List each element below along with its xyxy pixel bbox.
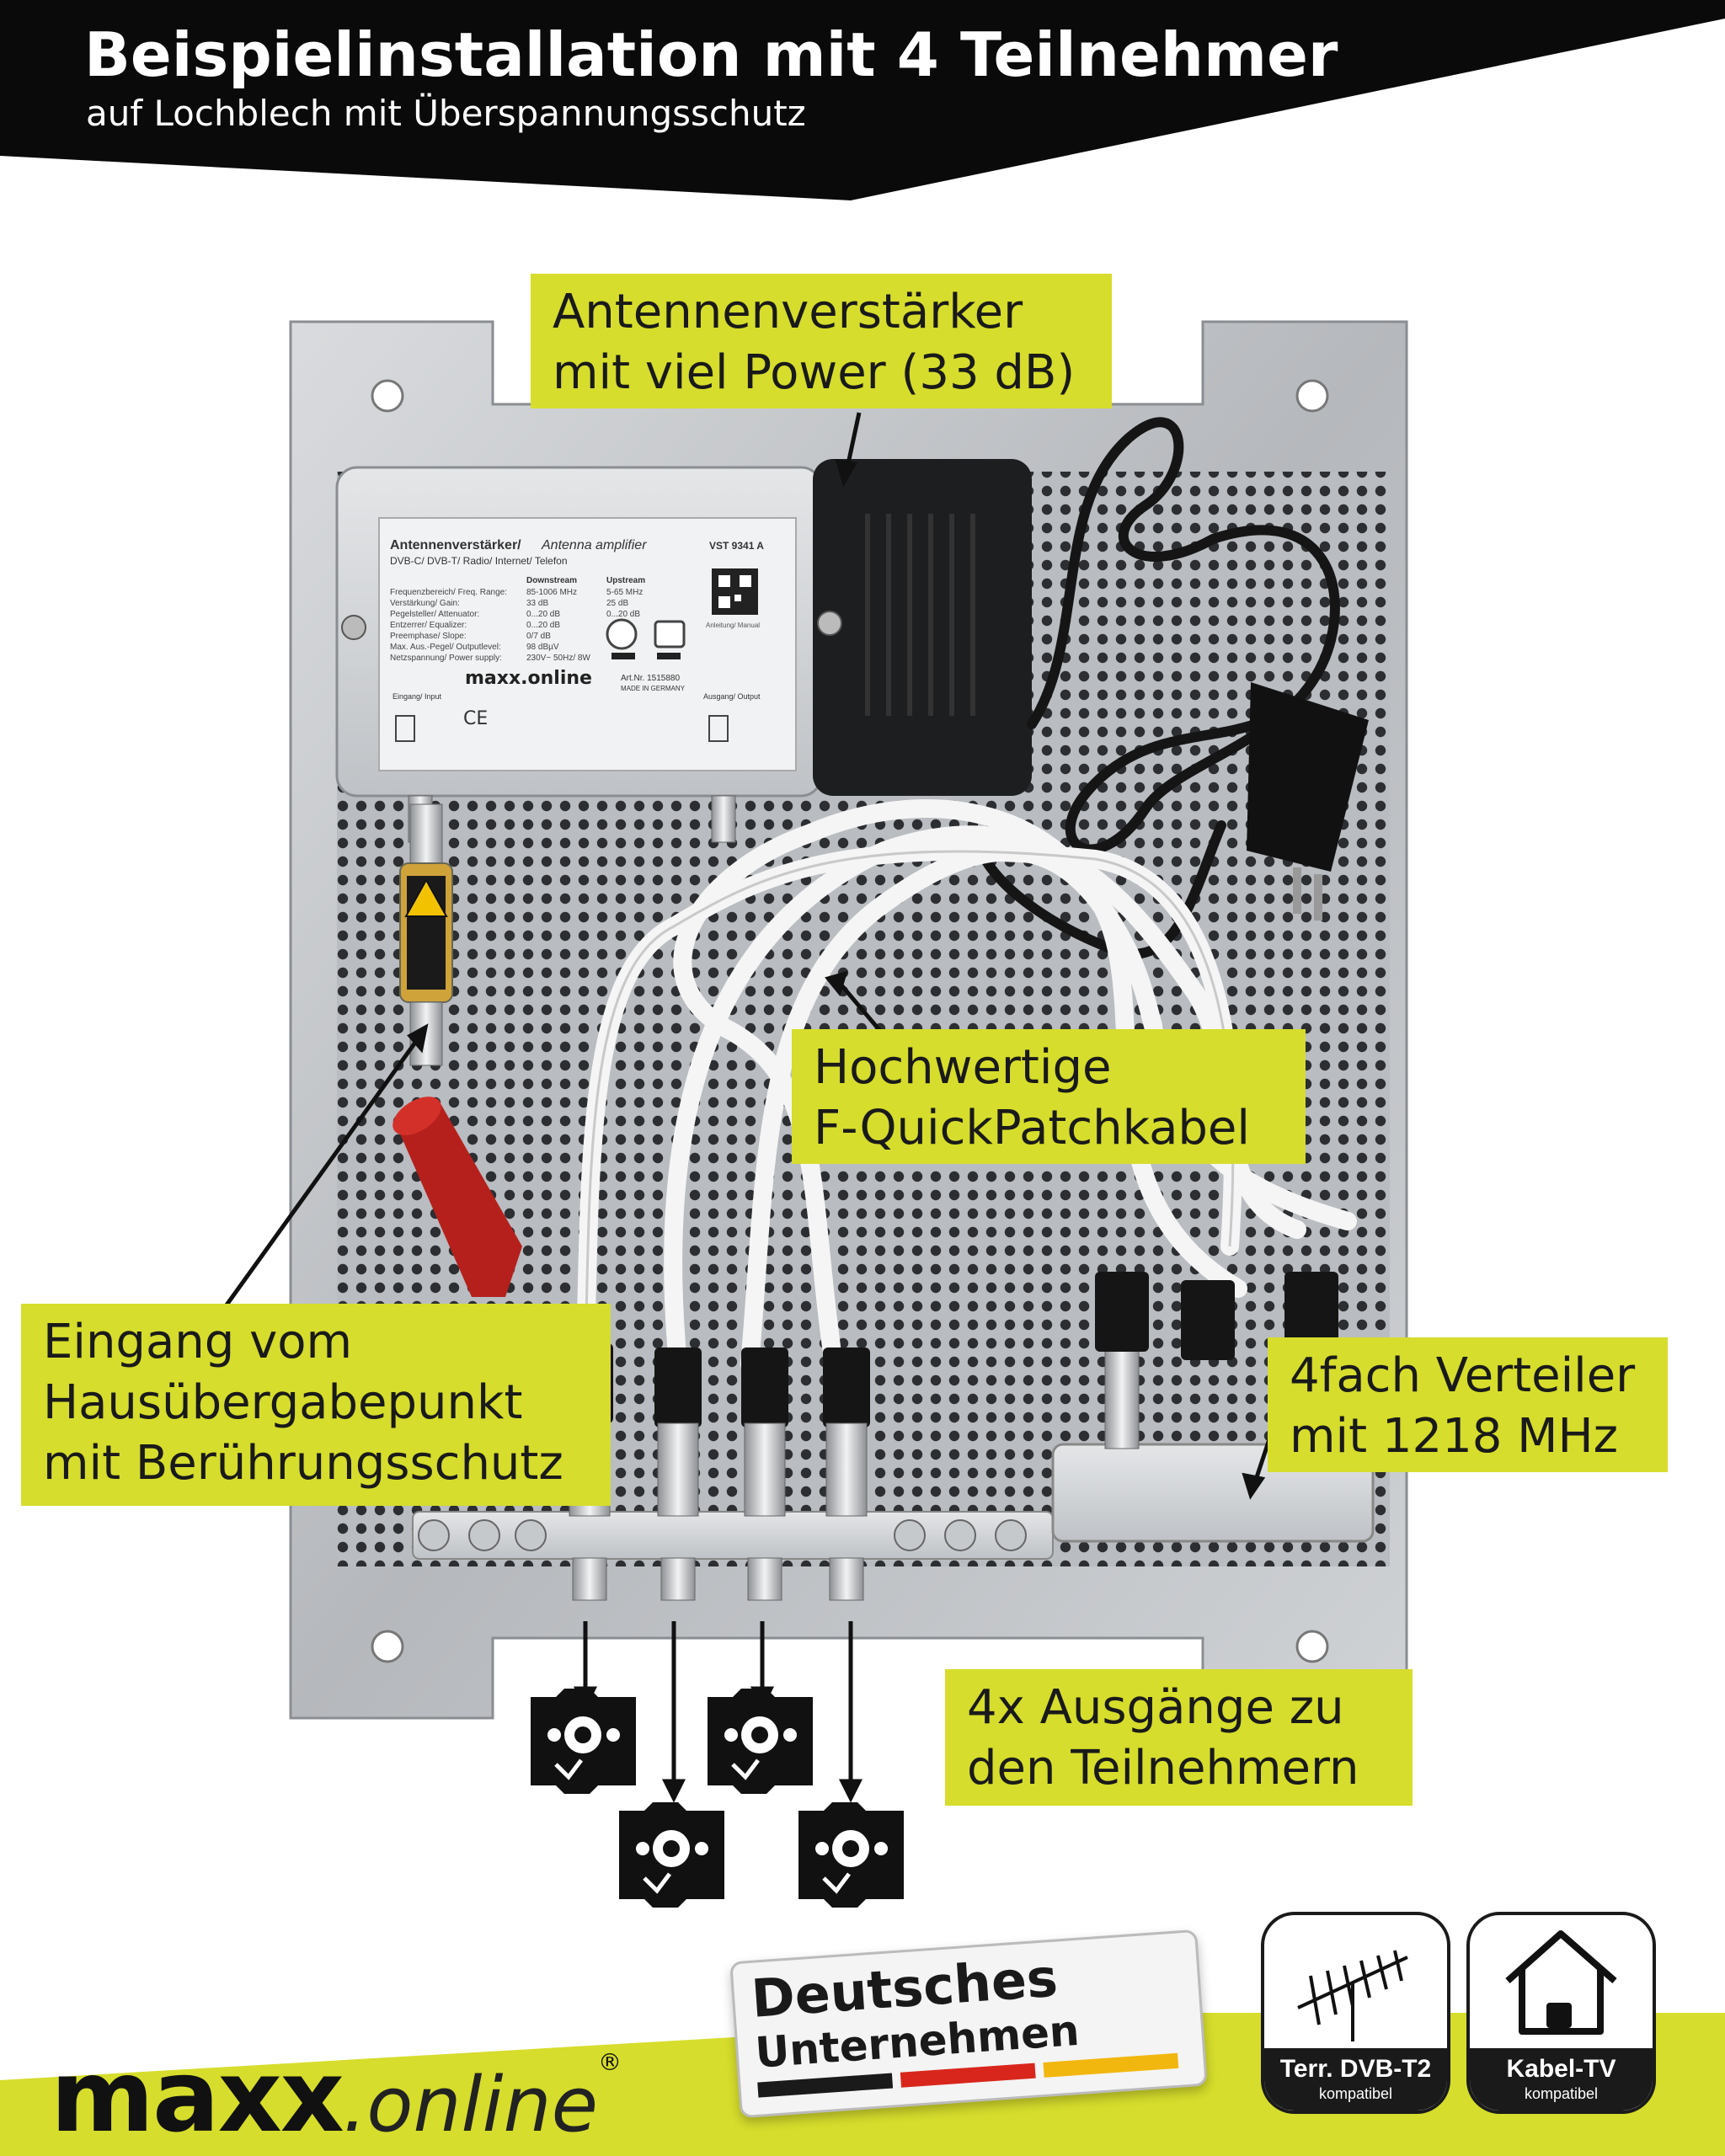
amp-label-row-label: Netzspannung/ Power supply: [390,654,502,663]
surge-protector [399,803,453,1066]
amp-label-row-label: Frequenzbereich/ Freq. Range: [390,588,507,597]
amp-label-services: DVB-C/ DVB-T/ Radio/ Internet/ Telefon [390,555,568,567]
wall-socket-icons [531,1689,904,1908]
ce-mark-icon: CE [463,708,488,729]
red-protective-cap [393,1097,522,1297]
compat-cable-sub: kompatibel [1524,2085,1599,2102]
callout-splitter: 4fach Verteiler mit 1218 MHz [1268,1337,1668,1472]
amp-label-manual: Anleitung/ Manual [706,622,760,629]
amp-label-output: Ausgang/ Output [703,692,761,701]
amp-label-row-down: 98 dBµV [526,643,559,652]
callout-input-line3: mit Berührungsschutz [43,1436,563,1491]
flag-red [900,2063,1036,2088]
amp-label-model: VST 9341 A [709,540,764,552]
callout-input: Eingang vom Hausübergabepunkt mit Berühr… [21,1304,611,1506]
power-plug [1247,682,1369,921]
brand-logo: maxx.online® [51,2038,622,2154]
amp-label-row-up: 25 dB [606,599,628,608]
callout-outputs-line2: den Teilnehmern [967,1741,1359,1796]
amp-label-row-label: Pegelsteller/ Attenuator: [390,610,479,619]
compat-dvbt2-sub: kompatibel [1318,2085,1393,2102]
flag-black [757,2073,894,2098]
amp-label-artno: Art.Nr. 1515880 [621,674,680,683]
german-company-badge: Deutsches Unternehmen [729,1929,1208,2119]
amp-label-row-label: Verstärkung/ Gain: [390,599,460,608]
amp-label-row-down: 0...20 dB [526,621,560,630]
ground-bar [412,1511,1054,1560]
amp-label-row-label: Preemphase/ Slope: [390,632,467,641]
amp-label-downstream: Downstream [526,576,577,585]
amp-label-upstream: Upstream [606,576,645,585]
amp-label-input: Eingang/ Input [393,692,442,701]
callout-patch-cables-line2: F-QuickPatchkabel [814,1101,1250,1155]
amp-label-madein: MADE IN GERMANY [621,685,686,692]
callout-splitter-line1: 4fach Verteiler [1290,1348,1636,1403]
callout-amplifier: Antennenverstärker mit viel Power (33 dB… [531,274,1112,408]
compat-dvbt2-title: Terr. DVB-T2 [1279,2055,1432,2083]
amp-label-row-down: 33 dB [526,599,548,608]
compat-cable-title: Kabel-TV [1506,2055,1616,2083]
callout-amplifier-line2: mit viel Power (33 dB) [553,345,1076,400]
amp-label-rows: Frequenzbereich/ Freq. Range: 85-1006 MHz… [390,588,643,663]
amp-label-row-up: 5-65 MHz [606,588,643,597]
brand-tld: .online [342,2061,598,2149]
brand-main: maxx [51,2038,344,2154]
compat-cable-badge: Kabel-TV kompatibel [1466,1912,1656,2114]
callout-outputs: 4x Ausgänge zu den Teilnehmern [945,1669,1413,1806]
header-band [0,0,1725,200]
amp-label-row-up: 0...20 dB [606,610,640,619]
amp-label-title: Antennenverstärker/ [390,538,521,552]
amp-label-brand: maxx.online [465,668,592,689]
amp-label-row-down: 230V~ 50Hz/ 8W [526,654,590,663]
callout-amplifier-line1: Antennenverstärker [553,285,1023,339]
callout-input-line1: Eingang vom [43,1315,353,1369]
flag-gold [1043,2052,1179,2078]
compat-dvbt2-badge: Terr. DVB-T2 kompatibel [1261,1912,1450,2114]
antenna-icon [1297,1950,1408,2041]
compat-cable-footer: Kabel-TV kompatibel [1470,2048,1653,2111]
callout-patch-cables: Hochwertige F-QuickPatchkabel [792,1029,1306,1164]
amp-label-row-down: 85-1006 MHz [526,588,577,597]
amp-label-row-label: Entzerrer/ Equalizer: [390,621,467,630]
callout-splitter-line2: mit 1218 MHz [1290,1409,1619,1464]
page-subtitle: auf Lochblech mit Überspannungsschutz [86,93,806,134]
page-title: Beispielinstallation mit 4 Teilnehmer [84,19,1338,90]
amp-label-row-label: Max. Aus.-Pegel/ Outputlevel: [390,643,501,652]
amplifier: Antennenverstärker/ Antenna amplifier VS… [335,459,1032,843]
callout-outputs-line1: 4x Ausgänge zu [967,1680,1344,1735]
brand-registered: ® [597,2048,622,2076]
compat-dvbt2-footer: Terr. DVB-T2 kompatibel [1264,2048,1447,2111]
callout-input-line2: Hausübergabepunkt [43,1375,523,1430]
amp-label-row-down: 0/7 dB [526,632,551,641]
callout-patch-cables-line1: Hochwertige [814,1040,1112,1095]
amp-label-row-down: 0...20 dB [526,610,560,619]
house-icon [1505,1930,1617,2035]
amp-label-title-en: Antenna amplifier [541,538,647,552]
